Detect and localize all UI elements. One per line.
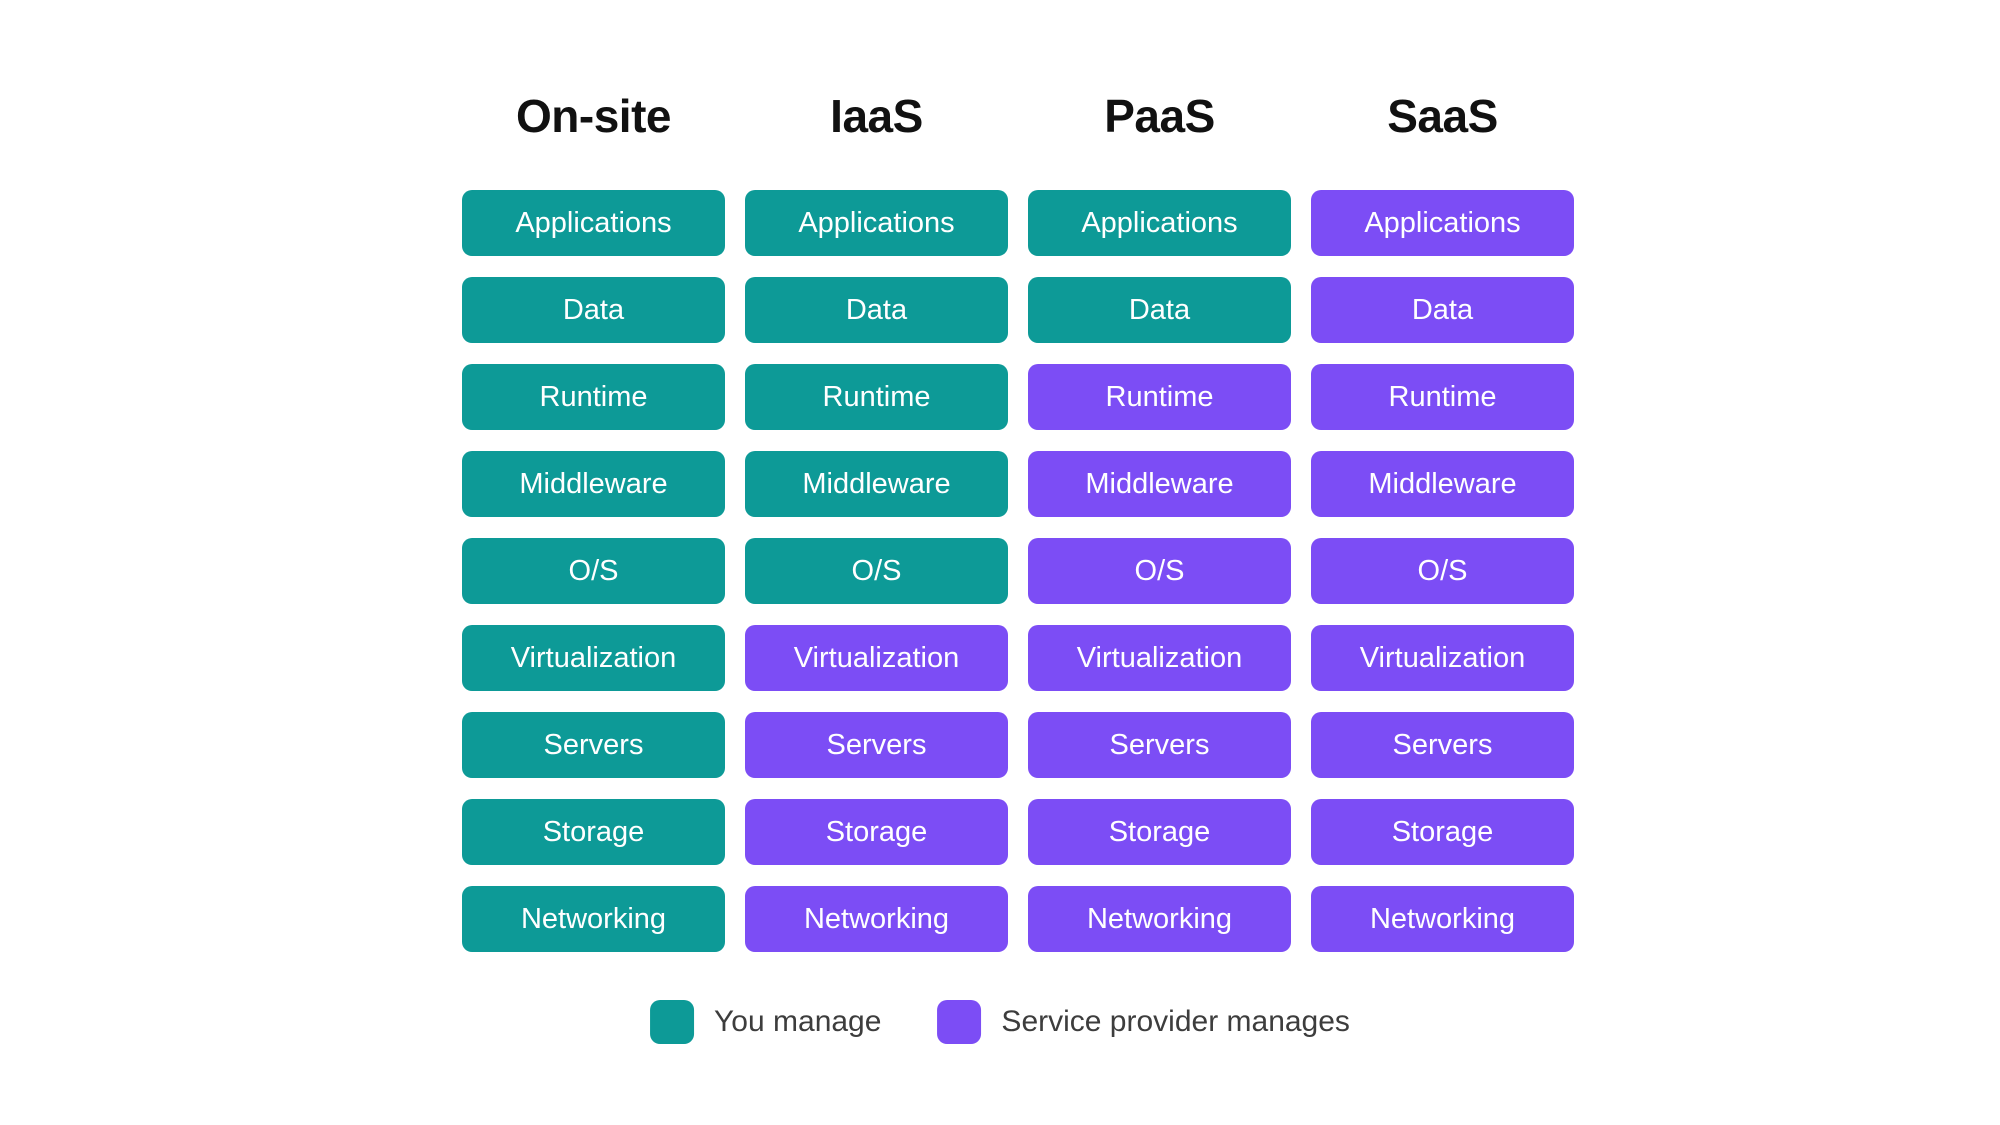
layer-pill-iaas-storage: Storage bbox=[745, 799, 1008, 865]
layer-label: Data bbox=[1411, 293, 1474, 326]
layer-pill-on-site-middleware: Middleware bbox=[462, 451, 725, 517]
layer-pill-paas-data: Data bbox=[1028, 277, 1291, 343]
layer-label: O/S bbox=[1134, 554, 1185, 587]
column-header-paas: PaaS bbox=[1104, 90, 1215, 142]
layer-label: Virtualization bbox=[1076, 641, 1243, 674]
layer-label: Servers bbox=[1392, 728, 1493, 761]
layer-pill-paas-applications: Applications bbox=[1028, 190, 1291, 256]
layer-label: Applications bbox=[798, 206, 955, 239]
layer-label: O/S bbox=[851, 554, 902, 587]
layer-pill-saas-networking: Networking bbox=[1311, 886, 1574, 952]
layer-label: Virtualization bbox=[793, 641, 960, 674]
layer-pill-on-site-storage: Storage bbox=[462, 799, 725, 865]
layer-pill-saas-virtualization: Virtualization bbox=[1311, 625, 1574, 691]
layer-pill-paas-virtualization: Virtualization bbox=[1028, 625, 1291, 691]
layer-pill-saas-runtime: Runtime bbox=[1311, 364, 1574, 430]
layer-pill-iaas-virtualization: Virtualization bbox=[745, 625, 1008, 691]
layer-pill-on-site-virtualization: Virtualization bbox=[462, 625, 725, 691]
layer-pill-paas-servers: Servers bbox=[1028, 712, 1291, 778]
layer-label: Runtime bbox=[822, 380, 931, 413]
layer-pill-paas-middleware: Middleware bbox=[1028, 451, 1291, 517]
layer-label: Networking bbox=[1369, 902, 1516, 935]
layer-pill-paas-networking: Networking bbox=[1028, 886, 1291, 952]
layer-label: Servers bbox=[543, 728, 644, 761]
layer-pill-paas-storage: Storage bbox=[1028, 799, 1291, 865]
service-model-comparison: On-site IaaS PaaS SaaS Applications Appl… bbox=[462, 88, 1574, 952]
layer-label: Storage bbox=[542, 815, 645, 848]
layer-label: Networking bbox=[803, 902, 950, 935]
you-manage-swatch-icon bbox=[650, 1000, 695, 1044]
layer-label: Middleware bbox=[1085, 467, 1234, 500]
layer-grid: Applications Applications Applications A… bbox=[462, 190, 1574, 952]
layer-pill-paas-os: O/S bbox=[1028, 538, 1291, 604]
layer-pill-paas-runtime: Runtime bbox=[1028, 364, 1291, 430]
layer-pill-on-site-servers: Servers bbox=[462, 712, 725, 778]
layer-pill-on-site-os: O/S bbox=[462, 538, 725, 604]
layer-pill-iaas-servers: Servers bbox=[745, 712, 1008, 778]
provider-manages-swatch-icon bbox=[937, 1000, 982, 1044]
layer-label: Networking bbox=[1086, 902, 1233, 935]
legend: You manage Service provider manages bbox=[650, 1000, 1350, 1044]
layer-label: Data bbox=[845, 293, 908, 326]
column-header-saas: SaaS bbox=[1387, 90, 1498, 142]
layer-pill-on-site-networking: Networking bbox=[462, 886, 725, 952]
legend-label: You manage bbox=[714, 1005, 882, 1038]
layer-pill-iaas-data: Data bbox=[745, 277, 1008, 343]
legend-item-provider-manages: Service provider manages bbox=[937, 1000, 1350, 1044]
layer-pill-on-site-data: Data bbox=[462, 277, 725, 343]
layer-pill-saas-data: Data bbox=[1311, 277, 1574, 343]
layer-label: Runtime bbox=[539, 380, 648, 413]
layer-pill-saas-applications: Applications bbox=[1311, 190, 1574, 256]
layer-label: Virtualization bbox=[1359, 641, 1526, 674]
layer-label: Servers bbox=[1109, 728, 1210, 761]
layer-label: Data bbox=[562, 293, 625, 326]
column-header-on-site: On-site bbox=[516, 90, 671, 142]
layer-label: Middleware bbox=[802, 467, 951, 500]
layer-pill-saas-storage: Storage bbox=[1311, 799, 1574, 865]
layer-label: O/S bbox=[568, 554, 619, 587]
layer-label: Applications bbox=[1364, 206, 1521, 239]
layer-label: Middleware bbox=[1368, 467, 1517, 500]
layer-pill-on-site-applications: Applications bbox=[462, 190, 725, 256]
layer-label: Data bbox=[1128, 293, 1191, 326]
layer-label: Runtime bbox=[1105, 380, 1214, 413]
layer-pill-saas-middleware: Middleware bbox=[1311, 451, 1574, 517]
layer-pill-saas-os: O/S bbox=[1311, 538, 1574, 604]
layer-label: Applications bbox=[515, 206, 672, 239]
column-header-iaas: IaaS bbox=[830, 90, 923, 142]
layer-label: Virtualization bbox=[510, 641, 677, 674]
layer-pill-iaas-runtime: Runtime bbox=[745, 364, 1008, 430]
layer-pill-saas-servers: Servers bbox=[1311, 712, 1574, 778]
layer-label: Networking bbox=[520, 902, 667, 935]
layer-label: Applications bbox=[1081, 206, 1238, 239]
legend-label: Service provider manages bbox=[1001, 1005, 1350, 1038]
column-headers: On-site IaaS PaaS SaaS bbox=[462, 88, 1574, 144]
layer-pill-iaas-os: O/S bbox=[745, 538, 1008, 604]
layer-pill-iaas-networking: Networking bbox=[745, 886, 1008, 952]
layer-label: O/S bbox=[1417, 554, 1468, 587]
layer-label: Servers bbox=[826, 728, 927, 761]
layer-label: Storage bbox=[1391, 815, 1494, 848]
layer-label: Middleware bbox=[519, 467, 668, 500]
layer-label: Storage bbox=[1108, 815, 1211, 848]
layer-pill-on-site-runtime: Runtime bbox=[462, 364, 725, 430]
layer-label: Storage bbox=[825, 815, 928, 848]
legend-item-you-manage: You manage bbox=[650, 1000, 881, 1044]
layer-pill-iaas-middleware: Middleware bbox=[745, 451, 1008, 517]
layer-pill-iaas-applications: Applications bbox=[745, 190, 1008, 256]
layer-label: Runtime bbox=[1388, 380, 1497, 413]
